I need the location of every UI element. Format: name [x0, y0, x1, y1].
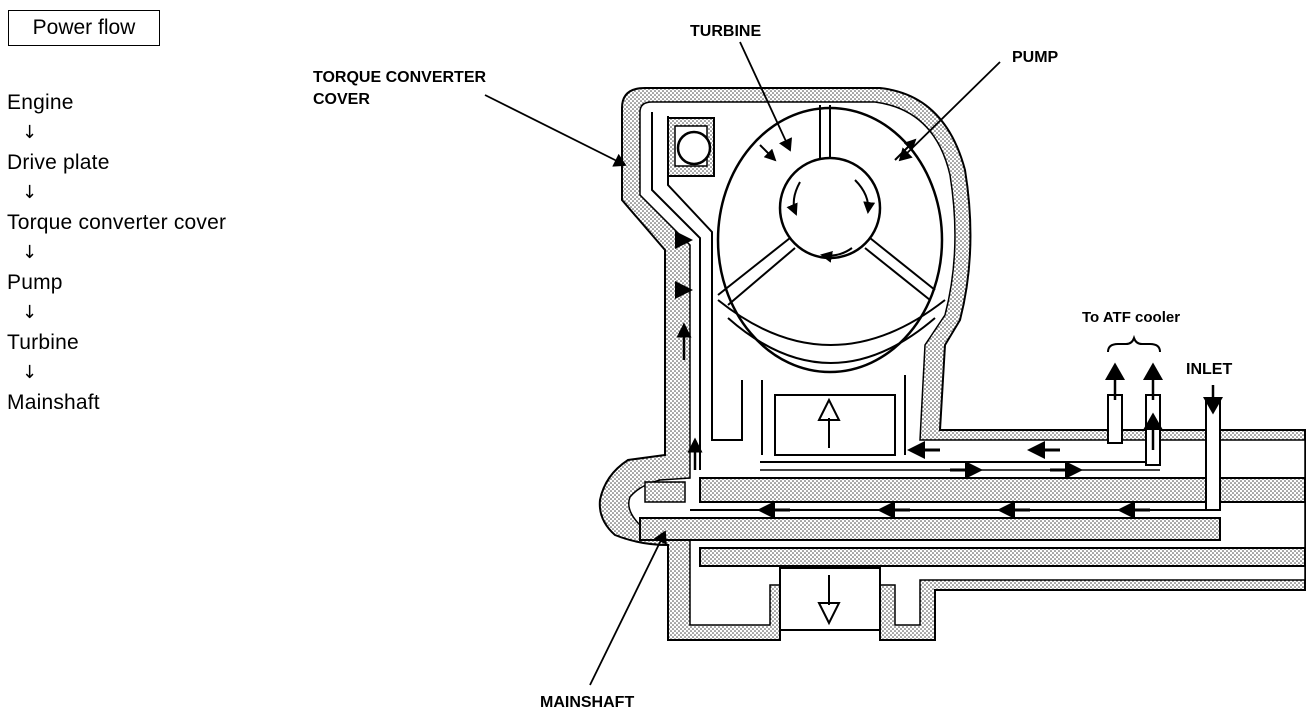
- label-turbine: TURBINE: [690, 23, 761, 40]
- torus: [716, 105, 946, 374]
- down-arrow-icon: ↓: [22, 122, 38, 143]
- flow-step-mainshaft: Mainshaft: [7, 391, 100, 414]
- label-to-atf-cooler: To ATF cooler: [1082, 309, 1180, 326]
- label-pump: PUMP: [1012, 49, 1059, 66]
- hub: [761, 375, 906, 631]
- cover-wall: [651, 112, 701, 470]
- power-flow-steps: Engine ↓ Drive plate ↓ Torque converter …: [7, 88, 226, 418]
- flow-step-pump: Pump: [7, 271, 63, 294]
- down-arrow-icon: ↓: [22, 242, 38, 263]
- flow-step-drive-plate: Drive plate: [7, 151, 110, 174]
- label-mainshaft: MAINSHAFT: [540, 694, 634, 711]
- label-torque-converter-cover-2: COVER: [313, 91, 370, 108]
- flow-arrows: [675, 231, 1150, 519]
- flow-step-engine: Engine: [7, 91, 74, 114]
- leader-lines: [484, 41, 1001, 686]
- down-arrow-icon: ↓: [22, 182, 38, 203]
- down-arrow-icon: ↓: [22, 362, 38, 383]
- lockup-clutch: [667, 117, 715, 177]
- atf-ports: [1105, 334, 1223, 511]
- down-arrow-icon: ↓: [22, 302, 38, 323]
- flow-step-torque-converter-cover: Torque converter cover: [7, 211, 227, 234]
- flow-step-turbine: Turbine: [7, 331, 79, 354]
- label-torque-converter-cover-1: TORQUE CONVERTER: [313, 69, 487, 86]
- power-flow-title: Power flow: [32, 16, 136, 39]
- power-flow-title-box: Power flow: [8, 10, 160, 46]
- label-inlet: INLET: [1186, 361, 1232, 378]
